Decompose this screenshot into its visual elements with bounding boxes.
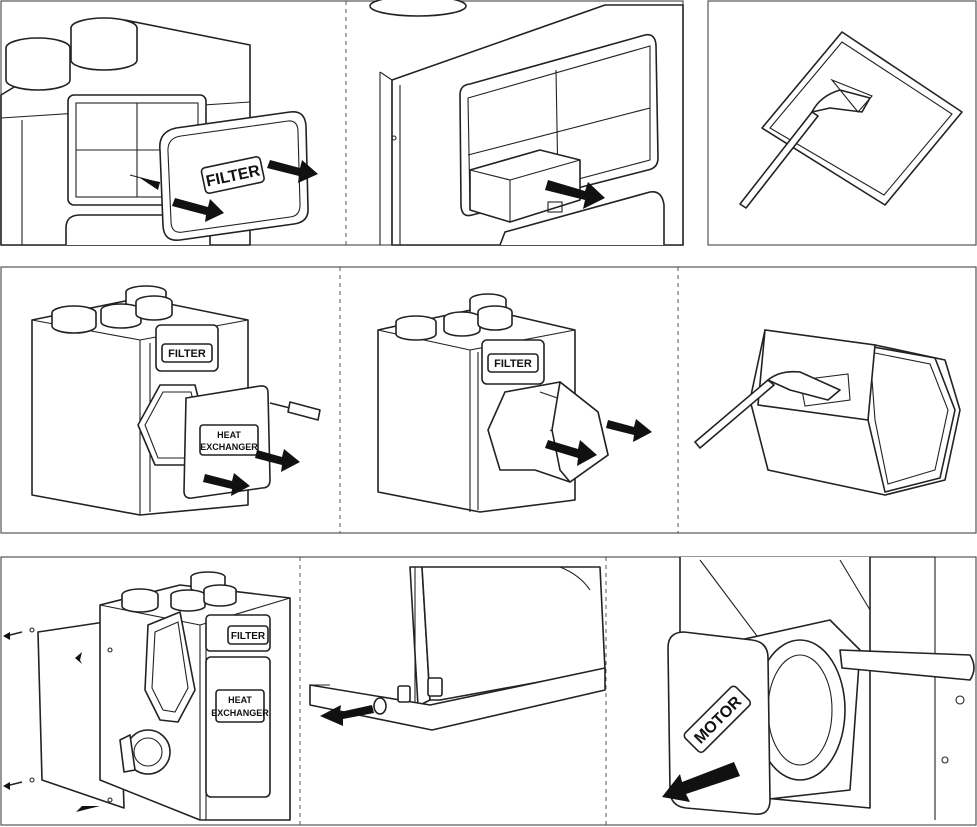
panel-motor-row xyxy=(0,556,977,826)
heat-label-line1: HEAT xyxy=(217,430,241,440)
arrow-icon xyxy=(75,652,100,664)
unit-heat-label-line2: EXCHANGER xyxy=(211,708,269,718)
screwdriver-icon xyxy=(269,401,321,421)
heat-exchanger-vacuum-drawing xyxy=(694,329,961,496)
unit-filter-label: FILTER xyxy=(168,348,206,360)
filter-door-panel: FILTER xyxy=(159,110,309,242)
unit-heat-label-line1: HEAT xyxy=(228,695,252,705)
motor-door-panel: MOTOR xyxy=(667,631,771,816)
filter-drawer-drawing xyxy=(369,0,684,246)
arrow-icon xyxy=(3,632,10,640)
arrow-icon xyxy=(545,440,597,466)
heat-exchanger-door-panel: HEAT EXCHANGER xyxy=(183,385,271,499)
unit-heat-exchanger-out-drawing: FILTER xyxy=(377,293,609,513)
panel-heat-exchanger-row xyxy=(0,266,977,534)
arrow-icon xyxy=(203,473,250,496)
arrow-icon xyxy=(76,806,100,812)
arrow-icon xyxy=(267,160,318,183)
arrow-icon xyxy=(3,782,10,790)
arrow-icon xyxy=(255,449,300,472)
arrow-icon xyxy=(606,419,652,442)
arrow-icon xyxy=(320,705,374,726)
filter-vacuum-drawing xyxy=(739,31,963,209)
side-panel-drawing: FILTER HEAT EXCHANGER xyxy=(37,571,291,821)
unit-filter-label: FILTER xyxy=(494,358,532,370)
arrow-icon xyxy=(545,180,605,209)
heat-label-line2: EXCHANGER xyxy=(200,442,258,452)
unit-filter-label: FILTER xyxy=(231,631,266,642)
arrow-icon xyxy=(662,762,740,802)
arrow-icon xyxy=(172,198,224,222)
screw-removal-drawing xyxy=(309,566,606,731)
panel-filter-vacuum xyxy=(707,0,977,246)
